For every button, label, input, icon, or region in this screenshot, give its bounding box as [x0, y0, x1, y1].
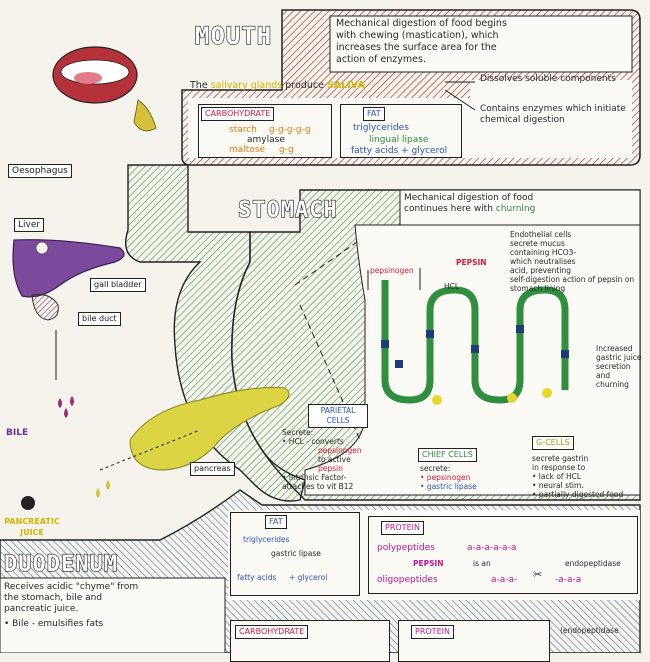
stomach-fat-box: FAT triglycerides gastric lipase fatty a… — [230, 512, 360, 596]
is-an-label: is an — [473, 559, 491, 568]
pepsinogen-label: pepsinogen — [370, 266, 414, 275]
fatty-acids-label: fatty acids — [237, 573, 277, 582]
pepsin-label: PEPSIN — [456, 258, 487, 267]
stomach-protein-box: PROTEIN polypeptides a-a-a-a-a-a PEPSIN … — [368, 516, 638, 594]
gall-bladder-label: gall bladder — [90, 278, 146, 292]
chief-notes: secrete: • pepsinogen • gastric lipase — [420, 464, 477, 491]
maltose-chain: g-g — [279, 145, 294, 155]
endopeptidase-note: (endopeptidase — [560, 626, 619, 635]
lingual-lipase-label: lingual lipase — [369, 135, 429, 145]
scissors-icon: ✂ — [533, 568, 543, 581]
saliva-fact-1: Dissolves soluble components — [480, 74, 616, 84]
endo-line: Endothelial cells — [510, 230, 572, 239]
gastric-pit-cells — [381, 325, 569, 368]
mouth-desc-line: increases the surface area for the — [336, 42, 497, 53]
bile-label: BILE — [6, 428, 29, 438]
glycerol-label: + glycerol — [289, 573, 328, 582]
mouth-carbohydrate-box: CARBOHYDRATE starch g-g-g-g-g amylase ma… — [198, 104, 332, 158]
fat-tag: FAT — [363, 107, 385, 121]
gall-bladder-shape — [31, 294, 59, 321]
endo-line: self-digestion action of pepsin on stoma… — [510, 275, 635, 293]
endopeptidase-label: endopeptidase — [565, 559, 621, 568]
amylase-label: amylase — [247, 135, 285, 145]
amino-chain: a-a-a-a-a-a — [467, 543, 517, 553]
pepsin-enzyme-label: PEPSIN — [413, 559, 444, 568]
maltose-label: maltose — [229, 145, 266, 155]
polypeptides-label: polypeptides — [377, 543, 435, 553]
mouth-description: Mechanical digestion of food begins with… — [336, 18, 631, 66]
mouth-desc-line: Mechanical digestion of food begins — [336, 18, 507, 29]
liver-label: Liver — [14, 218, 45, 232]
protein-tag: PROTEIN — [411, 625, 454, 639]
mouth-illustration — [52, 46, 157, 132]
parietal-cells-tag: PARIETAL CELLS — [308, 404, 368, 428]
stomach-desc-line: continues here with churning — [404, 204, 536, 214]
carbohydrate-tag: CARBOHYDRATE — [201, 107, 275, 121]
parietal-notes: Secrete: • HCL - converts pepsinogen to … — [282, 428, 362, 491]
stomach-title: STOMACH — [237, 197, 338, 223]
increased-secretion-note: Increased gastric juice secretion and ch… — [596, 344, 642, 389]
g-cells-notes: secrete gastrin in response to • lack of… — [532, 454, 624, 499]
bullet-dot-icon — [21, 496, 35, 510]
mouth-desc-line: action of enzymes. — [336, 54, 426, 65]
duodenum-description: Receives acidic "chyme" from the stomach… — [4, 582, 139, 629]
bile-drops — [58, 396, 110, 498]
bile-duct-label: bile duct — [78, 312, 121, 326]
starch-label: starch — [229, 125, 257, 135]
pin-hole-icon — [35, 241, 49, 255]
fat-tag: FAT — [265, 515, 287, 529]
endo-line: acid, preventing — [510, 266, 571, 275]
stomach-desc-line: Mechanical digestion of food — [404, 193, 534, 203]
pancreas-label: pancreas — [190, 462, 235, 476]
fat-products-label: fatty acids + glycerol — [351, 146, 448, 156]
duodenum-carbohydrate-box: CARBOHYDRATE — [230, 620, 390, 662]
g-cells-dots — [432, 388, 552, 405]
duodenum-title: DUODENUM — [3, 551, 118, 577]
pancreatic-juice-label: PANCREATIC JUICE — [4, 517, 60, 537]
gastric-lipase-label: gastric lipase — [271, 549, 321, 558]
amino-chain-split-a: a-a-a- — [491, 575, 518, 585]
mouth-title: MOUTH — [194, 21, 273, 50]
pancreas-shape — [129, 387, 290, 471]
protein-tag: PROTEIN — [381, 521, 424, 535]
duodenum-protein-box: PROTEIN — [398, 620, 550, 662]
chief-cells-tag: CHIEF CELLS — [418, 448, 477, 462]
amino-chain-split-b: -a-a-a — [555, 575, 582, 585]
g-cells-tag: G-CELLS — [532, 436, 574, 450]
glucose-chain: g-g-g-g-g — [269, 125, 311, 135]
stomach-description: Mechanical digestion of food continues h… — [404, 193, 634, 215]
endo-line: containing HCO3- — [510, 248, 577, 257]
saliva-line: The salivary glands produce SALIVA — [190, 80, 365, 91]
mouth-desc-line: with chewing (mastication), which — [336, 30, 499, 41]
oesophagus-label: Oesophagus — [8, 164, 72, 178]
endo-line: which neutralises — [510, 257, 576, 266]
triglycerides-label: triglycerides — [353, 123, 409, 133]
saliva-fact-2: Contains enzymes which initiate chemical… — [480, 104, 626, 125]
endothelial-note: Endothelial cells secrete mucus containi… — [510, 230, 635, 293]
triglycerides-label: triglycerides — [243, 535, 290, 544]
hcl-label: HCL — [444, 282, 460, 291]
oligopeptides-label: oligopeptides — [377, 575, 438, 585]
mouth-fat-box: FAT triglycerides lingual lipase fatty a… — [340, 104, 462, 158]
endo-line: secrete mucus — [510, 239, 565, 248]
carbohydrate-tag: CARBOHYDRATE — [235, 625, 309, 639]
